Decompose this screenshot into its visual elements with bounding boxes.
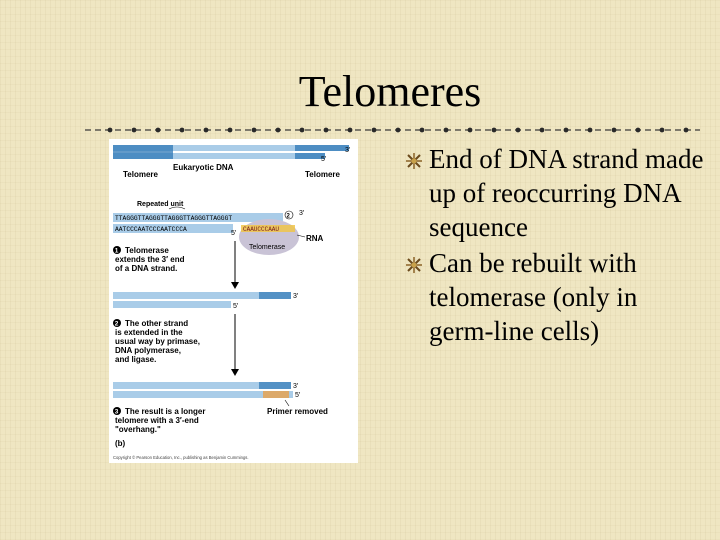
step2-line4: DNA polymerase, bbox=[115, 346, 181, 355]
chromosome-overview: 3′ 5′ Eukaryotic DNA Telomere Telomere bbox=[113, 145, 351, 179]
bullet-list: End of DNA strand made up of reoccurring… bbox=[405, 142, 705, 350]
rna-label: RNA bbox=[306, 234, 324, 243]
step2-line5: and ligase. bbox=[115, 355, 156, 364]
sequence-3prime: 3′ bbox=[299, 210, 305, 217]
step1-number: 1 bbox=[115, 248, 119, 255]
step1-line2: extends the 3′ end bbox=[115, 255, 185, 264]
telomerase-enzyme: CAAUCCCAAU Telomerase RNA 2 bbox=[239, 210, 324, 255]
primer-removed-label: Primer removed bbox=[267, 407, 328, 416]
sequence-5prime: 5′ bbox=[231, 230, 237, 237]
step3-line1: The result is a longer bbox=[125, 407, 205, 416]
strand1-3prime: 3′ bbox=[293, 293, 299, 300]
overlay-number: 2 bbox=[287, 214, 291, 220]
strands-after-step2: 3′ 5′ bbox=[113, 382, 301, 399]
sequence-bottom: AATCCCAATCCCAATCCCA bbox=[115, 226, 187, 233]
step3-line3: "overhang." bbox=[115, 425, 161, 434]
strand1-5prime: 5′ bbox=[233, 303, 239, 310]
sequence-top: TTAGGGTTAGGGTTAGGGTTAGGGTTAGGGT bbox=[115, 215, 232, 222]
strands-after-step1: 3′ 5′ bbox=[113, 292, 299, 310]
dna-sequence: TTAGGGTTAGGGTTAGGGTTAGGGTTAGGGT AATCCCAA… bbox=[113, 210, 305, 237]
step-3: 3 The result is a longer telomere with a… bbox=[113, 399, 328, 434]
telomere-left-label: Telomere bbox=[123, 170, 159, 179]
step-2: 2 The other strand is extended in the us… bbox=[113, 319, 200, 364]
step1-line1: Telomerase bbox=[125, 246, 169, 255]
strand2-5prime: 5′ bbox=[295, 392, 301, 399]
pushpin-icon bbox=[406, 153, 422, 169]
telomerase-figure: 3′ 5′ Eukaryotic DNA Telomere Telomere R… bbox=[109, 139, 358, 463]
bullet-text: Can be rebuilt with telomerase (only in … bbox=[429, 248, 638, 346]
step2-number: 2 bbox=[115, 321, 119, 328]
slide-title: Telomeres bbox=[298, 67, 482, 116]
step-1: 1 Telomerase extends the 3′ end of a DNA… bbox=[113, 246, 185, 273]
strand2-3prime: 3′ bbox=[293, 383, 299, 390]
panel-b-label: (b) bbox=[115, 439, 126, 448]
bullet-item: End of DNA strand made up of reoccurring… bbox=[405, 142, 705, 244]
bullet-text: End of DNA strand made up of reoccurring… bbox=[429, 144, 704, 242]
step3-number: 3 bbox=[115, 409, 119, 416]
step2-line3: usual way by primase, bbox=[115, 337, 200, 346]
overview-3prime: 3′ bbox=[345, 147, 351, 154]
overview-5prime: 5′ bbox=[321, 156, 327, 163]
step2-line1: The other strand bbox=[125, 319, 188, 328]
bullet-item: Can be rebuilt with telomerase (only in … bbox=[405, 246, 705, 348]
step3-line2: telomere with a 3′-end bbox=[115, 416, 199, 425]
title-divider bbox=[85, 127, 700, 133]
eukaryotic-dna-label: Eukaryotic DNA bbox=[173, 163, 234, 172]
telomerase-label: Telomerase bbox=[249, 244, 285, 251]
repeated-unit-label: Repeated unit bbox=[137, 201, 184, 208]
step1-line3: of a DNA strand. bbox=[115, 264, 177, 273]
pushpin-icon bbox=[406, 257, 422, 273]
rna-template: CAAUCCCAAU bbox=[243, 226, 279, 233]
figure-copyright: Copyright © Pearson Education, Inc., pub… bbox=[113, 455, 249, 460]
step2-line2: is extended in the bbox=[115, 328, 183, 337]
telomere-right-label: Telomere bbox=[305, 170, 341, 179]
